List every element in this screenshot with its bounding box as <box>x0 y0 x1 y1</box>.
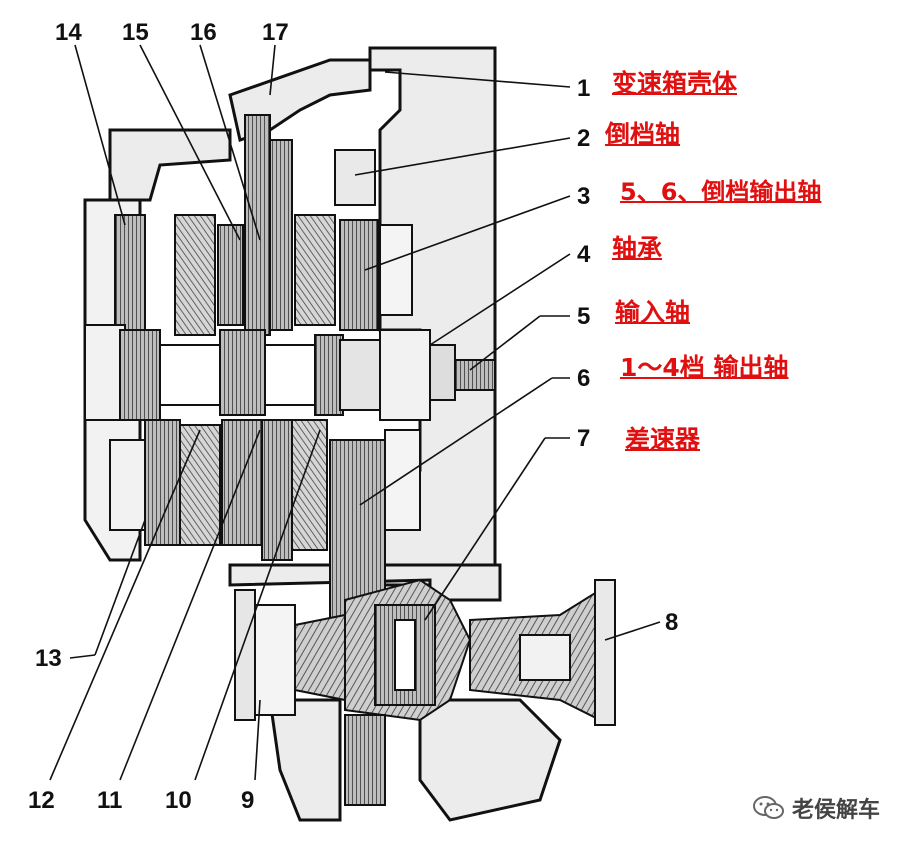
callout-15: 15 <box>122 19 149 46</box>
callout-9: 9 <box>241 787 254 814</box>
label-1-4-output-shaft: 1～4档 输出轴 <box>620 353 789 382</box>
lower-gear-stack <box>109 419 421 621</box>
watermark-text: 老侯解车 <box>792 798 881 823</box>
callout-1: 1 <box>577 75 590 102</box>
callout-14: 14 <box>55 19 82 46</box>
callout-13: 13 <box>35 645 62 672</box>
label-gearbox-housing: 变速箱壳体 <box>612 69 738 98</box>
wechat-icon <box>753 796 784 819</box>
differential <box>234 578 616 806</box>
watermark: 老侯解车 <box>752 792 880 824</box>
callout-6: 6 <box>577 365 590 392</box>
leader-lines <box>49 44 661 781</box>
callout-5: 5 <box>577 303 590 330</box>
number-callouts: 1 2 3 4 5 6 7 8 9 10 11 12 13 14 15 16 1… <box>28 19 678 814</box>
label-5-6-reverse-output-shaft: 5、6、倒档输出轴 <box>620 178 822 206</box>
label-differential: 差速器 <box>625 425 701 454</box>
callout-10: 10 <box>165 787 192 814</box>
label-input-shaft: 输入轴 <box>615 298 691 327</box>
input-shaft <box>84 324 496 421</box>
upper-gear-stack <box>114 114 413 336</box>
callout-2: 2 <box>577 125 590 152</box>
callout-7: 7 <box>577 425 590 452</box>
label-bearing: 轴承 <box>612 234 663 263</box>
callout-16: 16 <box>190 19 217 46</box>
gearbox-housing <box>83 46 562 822</box>
label-reverse-shaft: 倒档轴 <box>605 120 681 149</box>
callout-4: 4 <box>577 241 591 268</box>
callout-3: 3 <box>577 183 590 210</box>
callout-8: 8 <box>665 609 678 636</box>
callout-12: 12 <box>28 787 55 814</box>
callout-17: 17 <box>262 19 289 46</box>
callout-11: 11 <box>97 787 122 814</box>
